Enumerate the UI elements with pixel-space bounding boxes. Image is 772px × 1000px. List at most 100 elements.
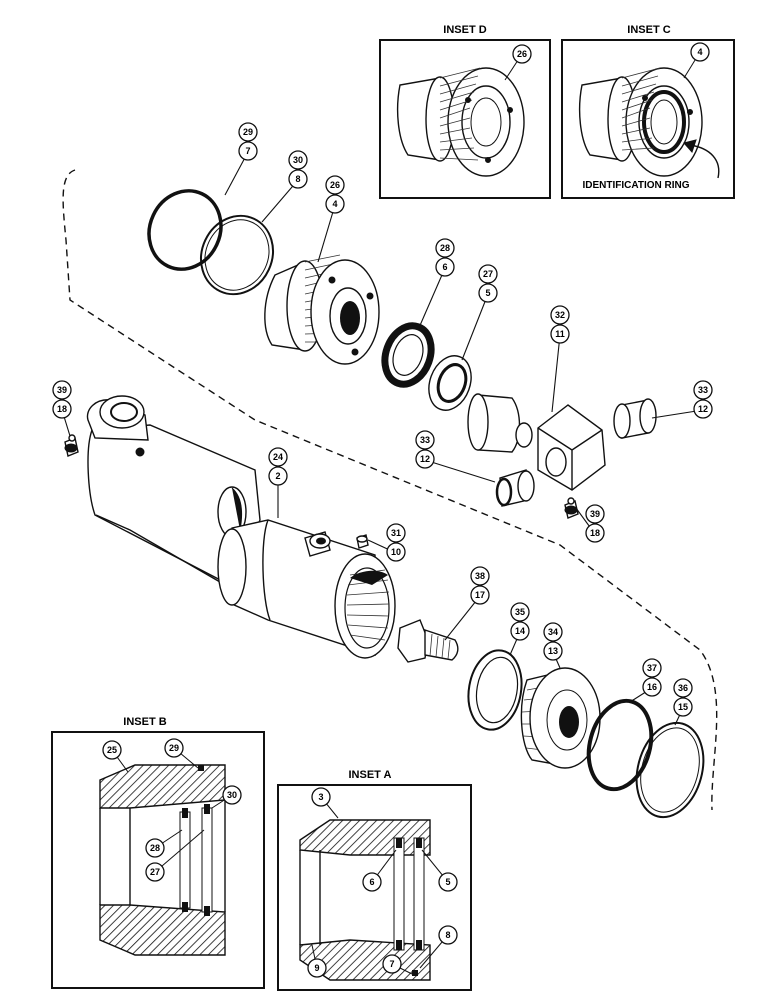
inset-ref-number: 3 [318, 792, 323, 802]
callout-circle [145, 838, 165, 858]
inset-ref-number: 25 [107, 745, 117, 755]
callout-27-5: 275 [478, 264, 498, 303]
lock-ring [467, 649, 523, 731]
inset-ref-number: 7 [389, 959, 394, 969]
callout-circle [585, 523, 605, 543]
callout-top-number: 38 [475, 571, 485, 581]
callout-circle [382, 954, 402, 974]
callout-circle [512, 44, 532, 64]
callout-circle [550, 305, 570, 325]
o-ring [200, 214, 274, 296]
inset-ref-28: 28 [145, 829, 183, 858]
callout-circle [238, 141, 258, 161]
callout-top-number: 29 [243, 127, 253, 137]
callout-top-number: 36 [678, 683, 688, 693]
callout-circle [642, 658, 662, 678]
callout-circle [478, 283, 498, 303]
inset-ref-29: 29 [164, 738, 199, 769]
callout-33-12: 33 12 [693, 380, 713, 419]
bushing-upper [613, 398, 657, 439]
inset-ref-8: 8 [419, 925, 458, 969]
leader-line [444, 595, 481, 641]
callout-top-number: 37 [647, 663, 657, 673]
inset-b: INSET B [51, 716, 265, 989]
callout-28-6: 286 [435, 238, 455, 277]
callout-bottom-number: 11 [555, 329, 565, 339]
callout-bottom-number: 7 [245, 146, 250, 156]
inset-ref-27: 27 [145, 829, 205, 882]
callout-circle [288, 169, 308, 189]
identification-ring-arrow [689, 144, 720, 179]
callout-circle [325, 194, 345, 214]
piston [520, 667, 601, 769]
callout-bottom-number: 4 [332, 199, 337, 209]
inset-ref-3: 3 [311, 787, 339, 819]
callout-top-number: 26 [330, 180, 340, 190]
inset-ref-number: 27 [150, 867, 160, 877]
leader-line [154, 829, 205, 873]
piston-wear-ring [635, 721, 705, 819]
callout-top-number: 33 [698, 385, 708, 395]
callout-29-7: 29 7 [238, 122, 258, 161]
callout-circle [642, 677, 662, 697]
inset-ref-number: 6 [369, 877, 374, 887]
inset-ref-number: 9 [314, 963, 319, 973]
inset-ref-number: 8 [445, 930, 450, 940]
callout-circle [438, 925, 458, 945]
rod-eye-block [537, 404, 606, 491]
pivot-pin [467, 393, 533, 453]
grease-fitting-left [64, 434, 79, 457]
cylinder-gland [264, 254, 380, 365]
leader-line [424, 459, 496, 483]
callout-top-number: 39 [590, 509, 600, 519]
identification-ring [642, 90, 686, 154]
callout-circle [693, 380, 713, 400]
leader-line [461, 293, 489, 361]
callout-24-2: 242 [268, 447, 288, 486]
inset-ref-26: 26 [504, 44, 532, 81]
callout-bottom-number: 12 [698, 404, 708, 414]
inset-ref-6: 6 [362, 849, 397, 892]
inset-c: INSET C IDENTIFICATION RING [561, 24, 735, 199]
inset-ref-7: 7 [382, 954, 413, 975]
callout-circle [435, 238, 455, 258]
callout-circle [311, 787, 331, 807]
callout-circle [268, 466, 288, 486]
callout-38-17: 38 17 [470, 566, 490, 605]
callout-top-number: 31 [391, 528, 401, 538]
inset-ref-number: 29 [169, 743, 179, 753]
inset-ref-30: 30 [211, 785, 242, 809]
callout-top-number: 24 [273, 452, 283, 462]
callout-circle [362, 872, 382, 892]
callout-circle [543, 622, 563, 642]
callout-bottom-number: 8 [295, 174, 300, 184]
callout-circle [52, 380, 72, 400]
callout-bottom-number: 5 [485, 288, 490, 298]
inset-b-section [99, 764, 226, 956]
inset-ref-4: 4 [683, 42, 710, 79]
set-screw [356, 534, 369, 549]
inset-ref-5: 5 [421, 849, 458, 892]
callout-bottom-number: 13 [548, 646, 558, 656]
callout-circle [222, 785, 242, 805]
leader-line [551, 334, 561, 413]
inset-ref-25: 25 [102, 740, 129, 773]
callout-circle [52, 399, 72, 419]
callout-top-number: 33 [420, 435, 430, 445]
inset-ref-number: 4 [697, 47, 702, 57]
inset-a-title: INSET A [349, 769, 392, 781]
callout-group: 2973082642862753211331233123918391824231… [52, 122, 713, 717]
callout-circle [386, 542, 406, 562]
identification-ring-label: IDENTIFICATION RING [582, 180, 689, 191]
callout-circle [585, 504, 605, 524]
grease-fitting-right [564, 497, 579, 519]
inset-ref-number: 26 [517, 49, 527, 59]
callout-bottom-number: 17 [475, 590, 485, 600]
